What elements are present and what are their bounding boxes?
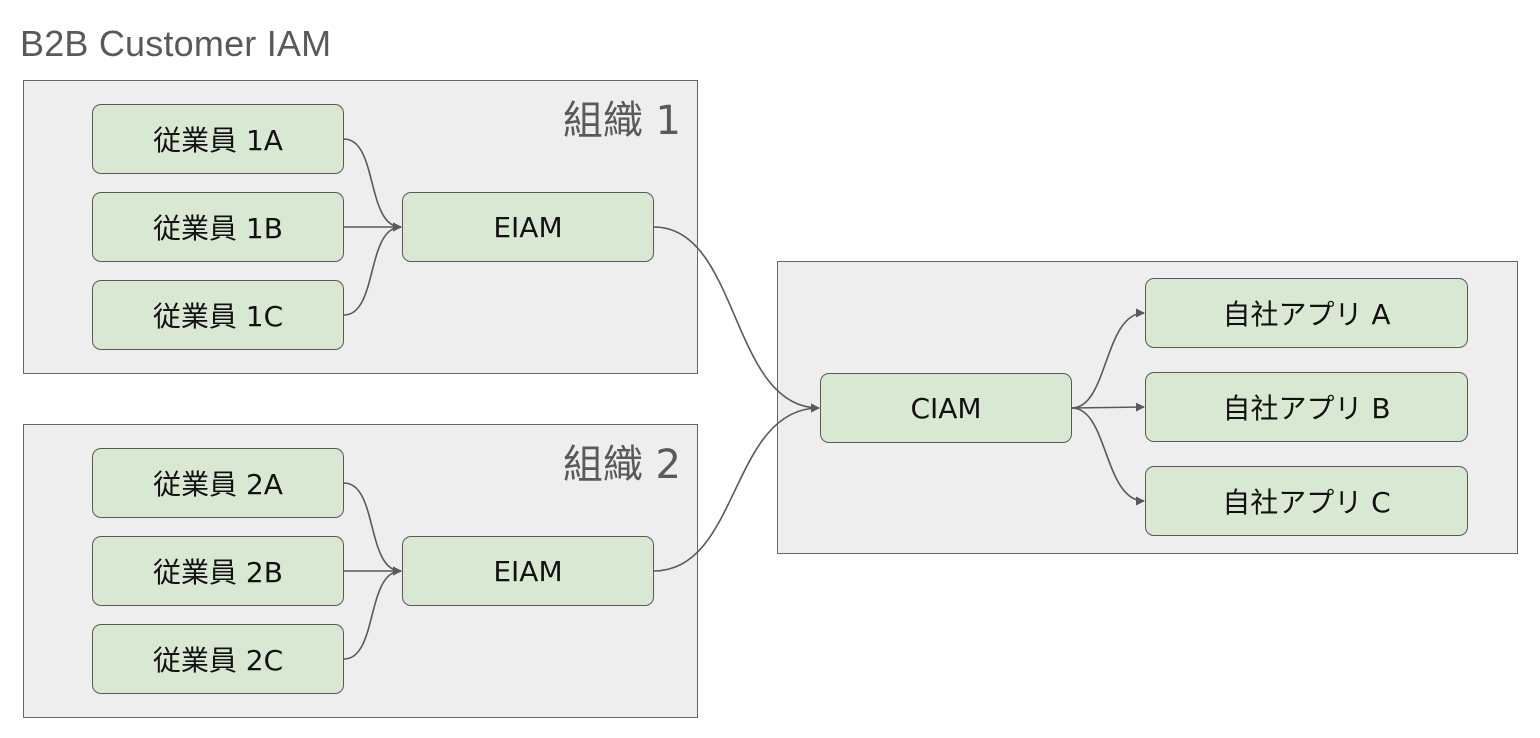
org2-eiam-node[interactable]: EIAM xyxy=(402,536,654,606)
org2-label: 組織 2 xyxy=(562,442,681,488)
employee-2b-node[interactable]: 従業員 2B xyxy=(92,536,344,606)
employee-2a-node[interactable]: 従業員 2A xyxy=(92,448,344,518)
app-c-node[interactable]: 自社アプリ C xyxy=(1145,466,1468,536)
app-a-node[interactable]: 自社アプリ A xyxy=(1145,278,1468,348)
employee-1a-node[interactable]: 従業員 1A xyxy=(92,104,344,174)
employee-1c-node[interactable]: 従業員 1C xyxy=(92,280,344,350)
org1-eiam-node[interactable]: EIAM xyxy=(402,192,654,262)
ciam-node[interactable]: CIAM xyxy=(820,373,1072,443)
employee-2c-node[interactable]: 従業員 2C xyxy=(92,624,344,694)
app-b-node[interactable]: 自社アプリ B xyxy=(1145,372,1468,442)
org1-label: 組織 1 xyxy=(562,98,681,144)
diagram-title: B2B Customer IAM xyxy=(20,23,332,64)
employee-1b-node[interactable]: 従業員 1B xyxy=(92,192,344,262)
